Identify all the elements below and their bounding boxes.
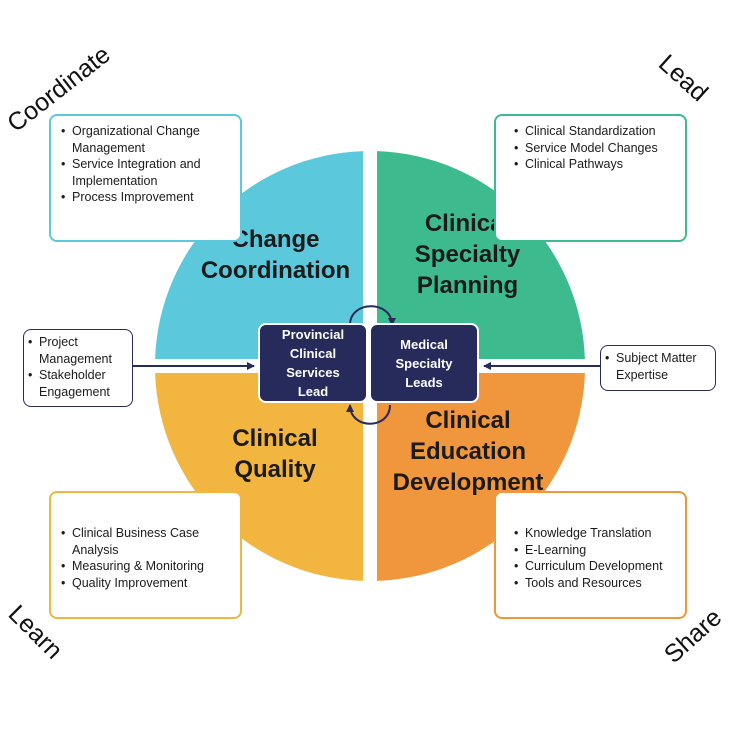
- bullet-item: Service Model Changes: [514, 140, 675, 157]
- bullet-item: Curriculum Development: [514, 558, 681, 575]
- left-support-list: Project ManagementStakeholder Engagement: [28, 334, 128, 400]
- medical-leads-label: Medical Specialty Leads: [395, 336, 453, 390]
- bullet-item: Tools and Resources: [514, 575, 681, 592]
- bullet-item: Organizational Change Management: [61, 123, 230, 156]
- share-activities-box: Knowledge TranslationE-LearningCurriculu…: [494, 491, 687, 619]
- right-support-box: Subject Matter Expertise: [600, 345, 716, 391]
- bullet-item: Service Integration and Implementation: [61, 156, 230, 189]
- top-exchange-arrow: [349, 305, 396, 326]
- quadrant-clinical-education-development: [377, 373, 585, 581]
- coordinate-activities-list: Organizational Change ManagementService …: [61, 123, 230, 206]
- learn-activities-box: Clinical Business Case AnalysisMeasuring…: [49, 491, 242, 619]
- left-support-box: Project ManagementStakeholder Engagement: [23, 329, 133, 407]
- bullet-item: Process Improvement: [61, 189, 230, 206]
- bullet-item: Clinical Standardization: [514, 123, 675, 140]
- bullet-item: Clinical Business Case Analysis: [61, 525, 230, 558]
- bullet-item: Measuring & Monitoring: [61, 558, 230, 575]
- right-support-list: Subject Matter Expertise: [605, 350, 711, 383]
- lead-activities-box: Clinical StandardizationService Model Ch…: [494, 114, 687, 242]
- bullet-item: Subject Matter Expertise: [605, 350, 711, 383]
- bullet-item: Project Management: [28, 334, 128, 367]
- provincial-clinical-services-lead-box: Provincial Clinical Services Lead: [258, 323, 368, 403]
- bullet-item: Knowledge Translation: [514, 525, 681, 542]
- bullet-item: Stakeholder Engagement: [28, 367, 128, 400]
- bullet-item: Quality Improvement: [61, 575, 230, 592]
- share-activities-list: Knowledge TranslationE-LearningCurriculu…: [514, 525, 681, 591]
- lead-activities-list: Clinical StandardizationService Model Ch…: [514, 123, 675, 173]
- bullet-item: E-Learning: [514, 542, 681, 559]
- quadrant-title-change-coordination: Change Coordination: [200, 226, 351, 284]
- provincial-lead-label: Provincial Clinical Services Lead: [281, 327, 345, 399]
- quadrant-change-coordination: [155, 151, 363, 359]
- medical-specialty-leads-box: Medical Specialty Leads: [369, 323, 479, 403]
- bullet-item: Clinical Pathways: [514, 156, 675, 173]
- quadrant-clinical-quality: [155, 373, 363, 581]
- learn-activities-list: Clinical Business Case AnalysisMeasuring…: [61, 525, 230, 591]
- quadrant-clinical-specialty-planning: [377, 151, 585, 359]
- coordinate-activities-box: Organizational Change ManagementService …: [49, 114, 242, 242]
- quadrant-title-clinical-quality: Clinical Quality: [232, 425, 318, 483]
- quadrant-title-clinical-education-development: Clinical Education Development: [392, 407, 544, 496]
- bottom-exchange-arrow: [346, 404, 391, 425]
